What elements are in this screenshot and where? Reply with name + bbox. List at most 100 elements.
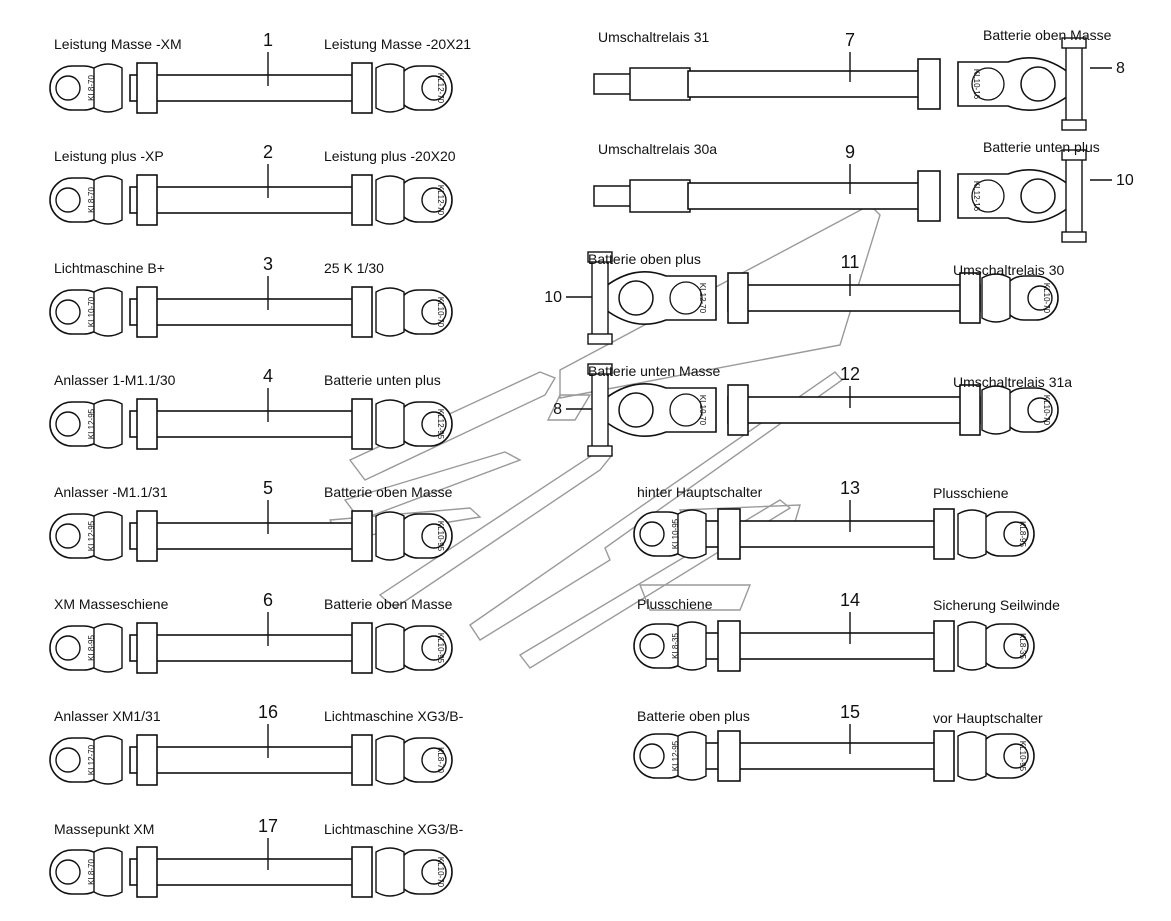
lug-barrel [375, 287, 405, 337]
cable-source-label: Batterie oben plus [637, 708, 750, 724]
terminal-label: KL10-70 [436, 297, 445, 328]
lug-barrel [375, 63, 405, 113]
lug-barrel [957, 621, 987, 671]
lug-hole [55, 747, 81, 773]
heat-shrink-sleeve [136, 286, 158, 338]
cable [687, 182, 931, 210]
battery-clamp: KL12-70 [587, 251, 717, 345]
lug-barrel [93, 287, 123, 337]
item-number: 11 [841, 252, 860, 272]
clamp-nut [587, 363, 613, 375]
terminal-label: KL12-70 [87, 744, 96, 775]
heat-shrink-sleeve [136, 62, 158, 114]
terminal-label: KL12-70 [698, 283, 707, 314]
lug-barrel [93, 399, 123, 449]
cable-bare-end [593, 73, 635, 95]
cable [129, 746, 371, 774]
ring-terminal: KL12-95 [375, 399, 453, 449]
lug-barrel [677, 731, 707, 781]
lug-barrel [93, 847, 123, 897]
heat-shrink-sleeve [136, 622, 158, 674]
lug-barrel [375, 623, 405, 673]
heat-shrink-sleeve [351, 398, 373, 450]
lug-hole [55, 187, 81, 213]
lug-hole [1003, 743, 1029, 769]
cable-target-label: Lichtmaschine XG3/B- [324, 821, 464, 837]
item-number: 15 [840, 702, 860, 722]
lug-hole [639, 521, 665, 547]
cable-source-label: Anlasser 1-M1.1/30 [54, 372, 176, 388]
clamp-pole-hole [1020, 66, 1056, 102]
lug-barrel [375, 511, 405, 561]
item-number: 1 [263, 30, 273, 50]
terminal-label: KL8-35 [671, 633, 680, 659]
lug-hole [55, 411, 81, 437]
cable [727, 396, 981, 424]
cable-bare-end [593, 185, 635, 207]
heat-shrink-sleeve [351, 846, 373, 898]
terminal-label: KL12-95 [87, 520, 96, 551]
lug-hole [421, 411, 447, 437]
heat-shrink-sleeve [717, 730, 741, 782]
lug-hole [421, 859, 447, 885]
terminal-label: KL10-95 [436, 633, 445, 664]
watermark-stroke [546, 394, 592, 421]
ring-terminal: KL10-95 [633, 509, 707, 559]
cable-target-label: Batterie oben Masse [324, 596, 453, 612]
lug-barrel [957, 509, 987, 559]
heat-shrink-sleeve [136, 734, 158, 786]
terminal-label: KL12-95 [671, 740, 680, 771]
lug-hole [55, 299, 81, 325]
cable-target-label: vor Hauptschalter [933, 710, 1043, 726]
lug-hole [421, 299, 447, 325]
clamp-nut [587, 251, 613, 263]
heat-shrink-sleeve [136, 174, 158, 226]
cable-target-label: Lichtmaschine XG3/B- [324, 708, 464, 724]
ring-terminal: KL8-70 [49, 63, 123, 113]
lug-barrel [981, 273, 1011, 323]
callout-number: 8 [553, 401, 562, 418]
lug-hole [421, 187, 447, 213]
lug-barrel [981, 385, 1011, 435]
heat-shrink-sleeve [351, 286, 373, 338]
item-number: 16 [258, 702, 278, 722]
heat-shrink-sleeve [959, 384, 981, 436]
terminal-label: KL8-35 [1018, 633, 1027, 659]
terminal-label: KL10-16 [972, 69, 981, 100]
lug-barrel [93, 63, 123, 113]
lug-barrel [677, 509, 707, 559]
cable [727, 284, 981, 312]
clamp-pole-hole [1020, 178, 1056, 214]
cable-target-label: Plusschiene [933, 485, 1009, 501]
item-number: 17 [258, 816, 278, 836]
cable-source-label: Batterie unten Masse [588, 363, 721, 379]
cable [129, 522, 371, 550]
heat-shrink-sleeve [933, 730, 955, 782]
item-number: 2 [263, 142, 273, 162]
lug-hole [421, 635, 447, 661]
terminal-label: KL10-70 [436, 857, 445, 888]
clamp-lug-hole [971, 67, 1005, 101]
terminal-label: KL8-70 [436, 747, 445, 773]
lug-hole [55, 75, 81, 101]
cable [129, 186, 371, 214]
ring-terminal: KL10-70 [375, 847, 453, 897]
battery-clamp: KL12-16 [957, 149, 1087, 243]
item-number: 9 [845, 142, 855, 162]
ring-terminal: KL8-70 [49, 847, 123, 897]
cable-source-label: XM Masseschiene [54, 596, 169, 612]
cable-source-label: Batterie oben plus [588, 251, 701, 267]
callout-number: 10 [1116, 172, 1134, 189]
lug-hole [421, 75, 447, 101]
lug-barrel [93, 735, 123, 785]
heat-shrink-sleeve [351, 622, 373, 674]
cable-target-label: Umschaltrelais 30 [953, 262, 1064, 278]
heat-shrink-sleeve [351, 510, 373, 562]
terminal-label: KL8-70 [87, 75, 96, 101]
terminal-label: KL12-16 [972, 181, 981, 212]
terminal-label: KL10-95 [671, 518, 680, 549]
terminal-label: KL10-70 [1042, 395, 1051, 426]
cable-target-label: Batterie unten plus [983, 139, 1100, 155]
item-number: 6 [263, 590, 273, 610]
heat-shrink-sleeve [917, 58, 941, 110]
